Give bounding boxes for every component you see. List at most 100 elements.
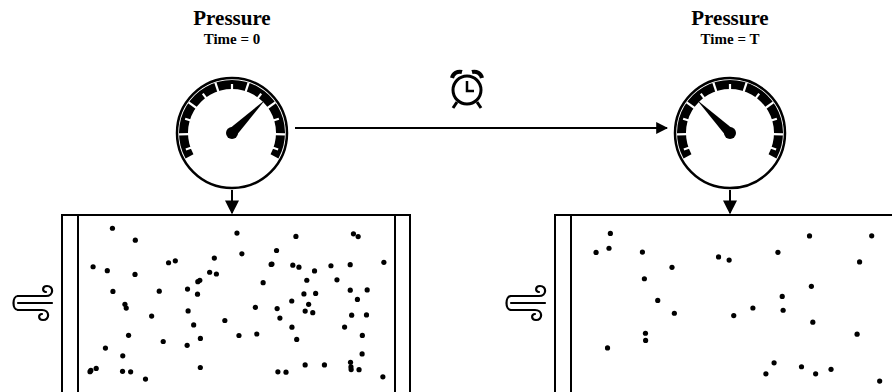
gas-molecule — [771, 360, 776, 365]
alarm-clock-icon — [452, 72, 482, 108]
gas-molecule — [348, 262, 353, 267]
time-label: Time = T — [667, 30, 793, 48]
gas-molecule — [94, 366, 99, 371]
gas-molecule — [261, 280, 266, 285]
gauge-scale — [179, 80, 285, 159]
gas-molecule — [185, 286, 190, 291]
gauge-hub — [226, 127, 238, 139]
gauge-face — [177, 78, 287, 188]
gas-molecule — [731, 313, 736, 318]
gas-molecule — [277, 315, 282, 320]
gas-molecule — [360, 333, 365, 338]
gauge-title: Pressure — [169, 6, 295, 30]
gas-molecule — [605, 345, 610, 350]
gas-molecule — [813, 371, 818, 376]
gas-molecule — [349, 313, 354, 318]
gauge-tick — [179, 133, 189, 135]
gauge-tick — [701, 94, 705, 99]
gas-molecules — [593, 231, 882, 384]
gas-molecule — [120, 369, 125, 374]
gas-molecule — [828, 367, 833, 372]
gas-molecule — [122, 302, 127, 307]
gas-molecule — [195, 279, 200, 284]
gas-molecule — [161, 339, 166, 344]
gas-molecule — [360, 351, 365, 356]
gas-molecule — [212, 256, 217, 261]
gas-molecule — [269, 261, 274, 266]
gas-molecule — [799, 364, 804, 369]
gas-molecule — [185, 343, 190, 348]
gas-molecule — [381, 260, 386, 265]
gauge-tick — [245, 83, 248, 92]
gauge-tick — [186, 147, 192, 149]
gas-molecule — [312, 268, 317, 273]
gas-molecule — [716, 254, 721, 259]
gas-molecule — [857, 259, 862, 264]
gauge-tick — [743, 83, 746, 92]
gas-molecule — [296, 265, 301, 270]
gauge-tick — [273, 119, 279, 121]
gauge-tick — [713, 83, 716, 92]
gauge-tick — [189, 102, 197, 108]
gas-molecule — [289, 298, 294, 303]
gas-molecule — [810, 320, 815, 325]
gauge-title: Pressure — [667, 6, 793, 30]
gas-molecule — [157, 289, 162, 294]
gas-molecule — [274, 248, 279, 253]
gauge-face — [675, 78, 785, 188]
gauge-scale — [677, 80, 783, 159]
gas-molecule — [643, 331, 648, 336]
gas-molecule — [342, 324, 347, 329]
gas-molecule — [727, 257, 732, 262]
gas-molecule — [290, 263, 295, 268]
gas-molecules — [87, 226, 386, 382]
time-arrow — [295, 127, 667, 129]
gas-molecule — [854, 332, 859, 337]
gas-molecule — [356, 367, 361, 372]
gas-molecule — [349, 367, 354, 372]
gas-molecule — [198, 336, 203, 341]
gas-molecule — [303, 309, 308, 314]
gas-molecule — [348, 288, 353, 293]
gas-molecule — [239, 251, 244, 256]
gas-molecule — [289, 325, 294, 330]
gas-molecule — [364, 312, 369, 317]
gas-molecule — [763, 371, 768, 376]
gas-molecule — [869, 233, 874, 238]
gas-molecule — [132, 272, 137, 277]
gas-molecule — [306, 302, 311, 307]
gas-molecule — [186, 308, 191, 313]
gas-molecule — [110, 289, 115, 294]
gauge-tick — [677, 133, 687, 135]
gas-molecule — [356, 234, 361, 239]
gas-molecule — [133, 238, 138, 243]
gauge-hub — [724, 127, 736, 139]
gauge-tick — [215, 83, 218, 92]
gauge-tick — [683, 119, 689, 121]
gas-molecule — [198, 365, 203, 370]
gas-molecule — [642, 276, 647, 281]
gas-molecule — [110, 226, 115, 231]
gas-molecule — [222, 318, 227, 323]
gas-molecule — [293, 234, 298, 239]
gas-molecule — [149, 313, 154, 318]
gas-molecule — [328, 263, 333, 268]
gas-molecule — [807, 233, 812, 238]
gauge-connection-arrow — [729, 190, 731, 213]
gas-molecule — [355, 297, 360, 302]
gas-molecule — [283, 370, 288, 375]
gas-molecule — [207, 270, 212, 275]
gas-molecule — [669, 265, 674, 270]
gas-molecule — [120, 353, 125, 358]
gauge-tick — [185, 119, 191, 121]
gauge-tick — [231, 84, 233, 90]
gas-molecule — [191, 322, 196, 327]
gas-molecule — [313, 291, 318, 296]
gas-molecule — [750, 305, 755, 310]
gauge-tick — [770, 147, 776, 149]
gas-molecule — [214, 271, 219, 276]
gas-molecule — [606, 246, 611, 251]
gas-molecule — [126, 333, 131, 338]
gas-molecule — [781, 308, 786, 313]
